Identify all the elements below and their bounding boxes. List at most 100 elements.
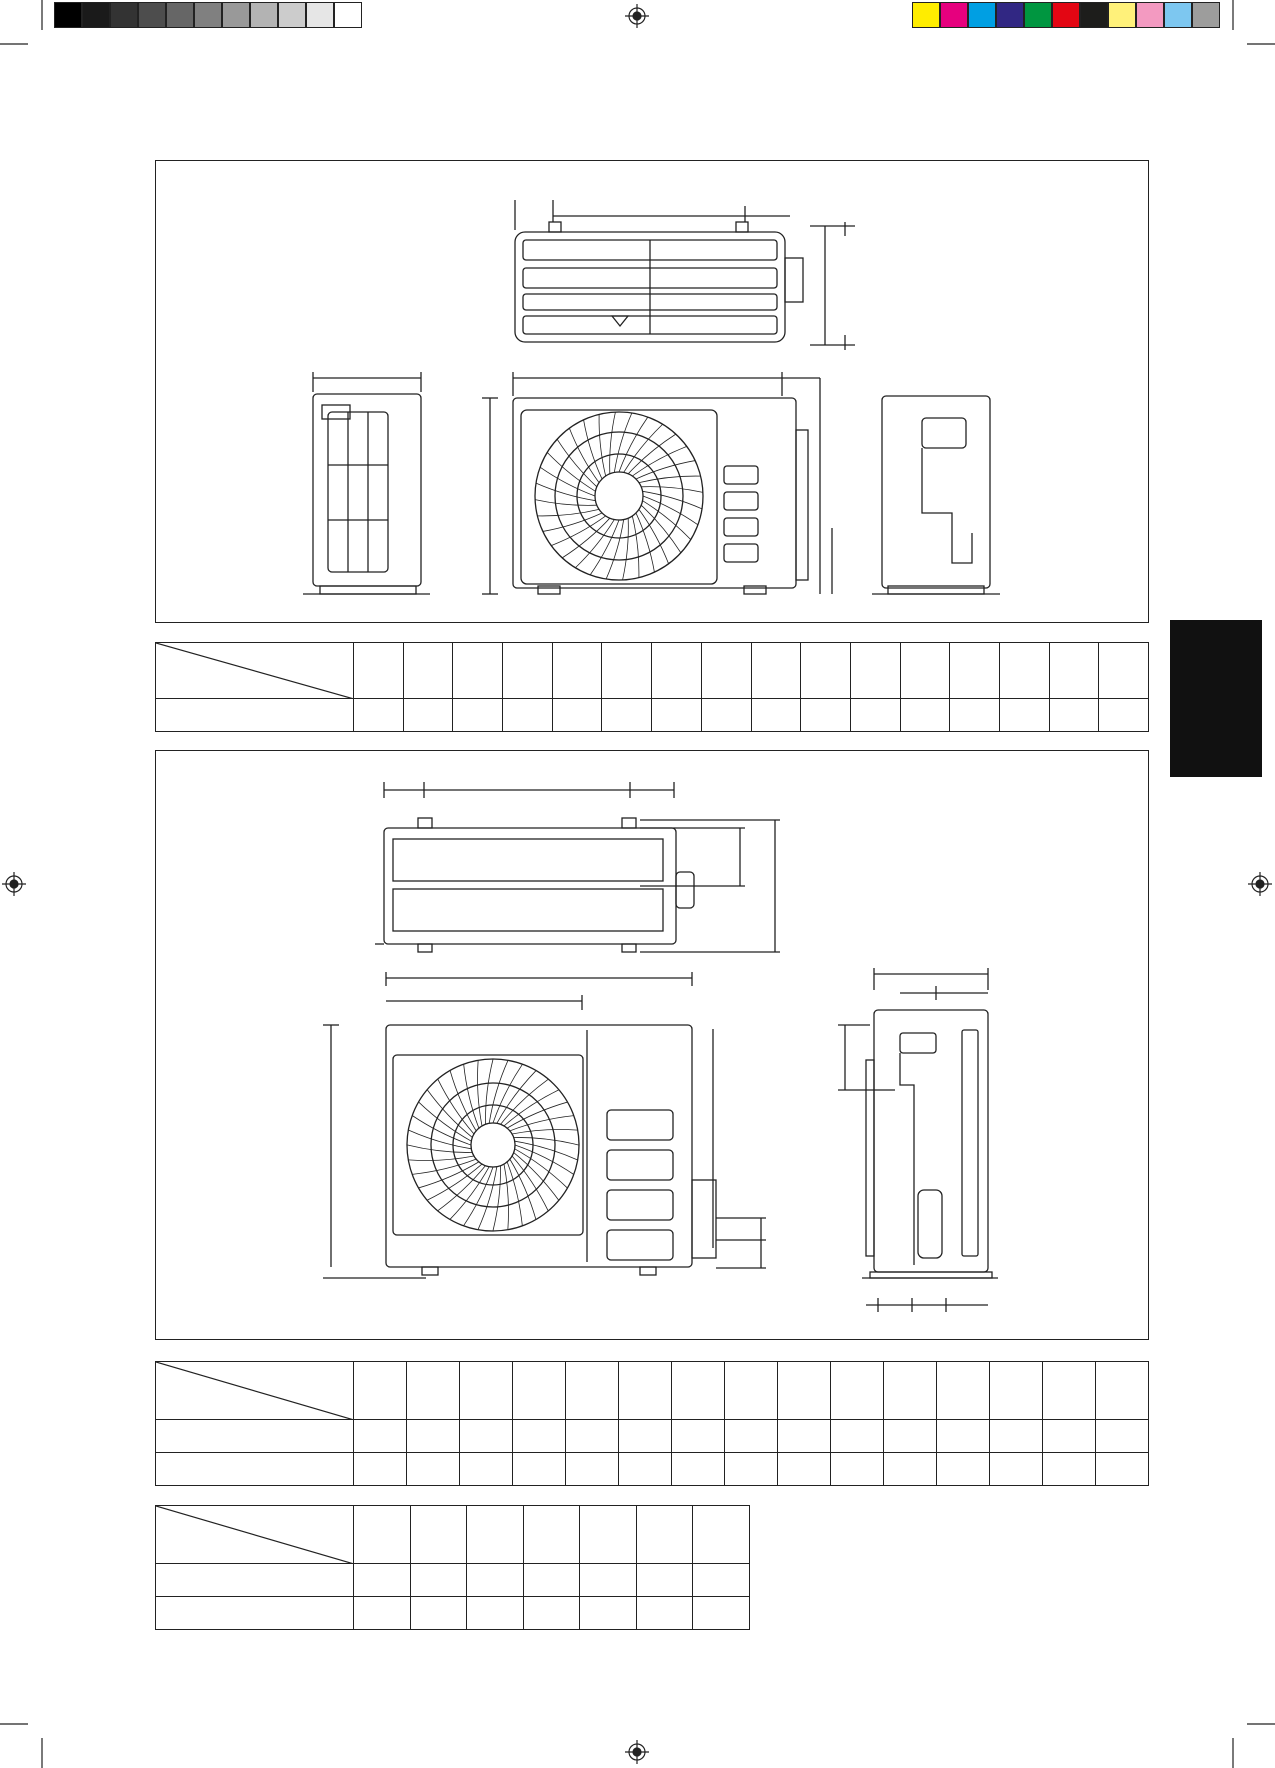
fan-blade-line [514,1148,568,1189]
fan-blade-line [514,1144,575,1175]
fan-blade-line [605,519,625,580]
fan-blade-line [492,1063,523,1124]
calibration-swatch [1192,2,1220,28]
calibration-swatch [82,2,110,28]
calibration-swatch [334,2,362,28]
calibration-swatch [968,2,996,28]
fan-blade-line [511,1155,549,1212]
fan-blade-line [412,1158,477,1175]
fan-blade-line [463,1064,480,1129]
table-header-cell [1098,642,1149,699]
table-row-label [155,1452,354,1486]
fan-blade-line [551,515,606,546]
table-row-label [155,1419,354,1453]
table-header-corner [155,1361,354,1420]
fan-blade-line [513,1152,560,1201]
table-row [155,698,1149,732]
fan-blade-line [418,1161,480,1189]
fan-blade-line [437,1078,475,1135]
fan-blade-line [635,512,655,573]
fan-blade-line [503,1089,560,1127]
fan-blade-line [640,504,682,554]
fan-blade-line [539,466,596,497]
fan-blade-line [500,1078,549,1125]
fan-blade-line [623,423,663,473]
fan-blade-line [492,1165,501,1232]
calibration-swatch [110,2,138,28]
fan-blade-line [561,517,611,559]
registration-target-left [2,872,26,896]
calibration-swatch [940,2,968,28]
large-unit-fan-grille [406,1058,580,1232]
fan-blade-line [503,1163,509,1230]
fan-blade-line [514,1140,578,1161]
table-row-label [155,1596,354,1630]
table-header-corner [155,642,354,699]
calibration-swatch [1136,2,1164,28]
fan-blade-line [509,1115,574,1132]
fan-blade-line [556,438,598,488]
fan-blade-line [477,1166,498,1230]
fan-blade-line [511,1129,578,1135]
calibration-swatch [996,2,1024,28]
fan-blade-line [609,411,616,474]
table-row [155,1452,1149,1486]
spec-table-small-unit [155,642,1149,732]
fan-blade-line [418,1101,472,1142]
fan-blade-line [408,1129,472,1150]
fan-blade-line [642,495,699,526]
fan-blade-line [537,508,600,517]
fan-blade-line [575,519,615,569]
fan-blade-line [496,1070,537,1124]
fan-blade-line [638,475,701,484]
table-header-cell [849,642,901,699]
fan-blade-line [477,1060,483,1127]
small-unit-left-side-view [303,372,430,595]
fan-blade-line [513,1137,580,1146]
fan-blade-line [406,1144,473,1153]
fan-blade-line [437,1165,486,1212]
table-header-cell [700,642,752,699]
drawing-panel-small-unit [155,160,1149,623]
fan-blade-line [613,412,633,473]
fan-blade-line [631,515,640,578]
fan-blade-line [408,1155,475,1161]
calibration-swatch [1052,2,1080,28]
fan-blade-line [506,1161,523,1226]
fan-blade-line [506,1101,568,1129]
fan-blade-line [627,433,677,475]
fan-blade-line [488,1060,509,1124]
fan-blade-line [463,1166,494,1227]
table-header-cell [551,642,603,699]
fan-blade-line [638,509,669,564]
fan-blade-line [535,482,596,502]
calibration-swatch [1164,2,1192,28]
table-row [155,1596,750,1630]
calibration-swatch [138,2,166,28]
registration-target-bottom [625,1740,649,1764]
fan-blade-line [632,446,687,477]
calibration-swatch [54,2,82,28]
fan-blade-line [618,416,649,473]
fan-blade-line [449,1070,477,1132]
calibration-swatch [250,2,278,28]
calibration-swatch [194,2,222,28]
fan-blade-line [485,1058,494,1125]
calibration-swatch [912,2,940,28]
spec-table-large-unit [155,1361,1149,1486]
large-unit-top-view [375,782,780,953]
spec-table-additional [155,1505,750,1630]
table-header-corner [155,1505,354,1564]
calibration-swatch [1024,2,1052,28]
fan-blade-line [569,428,600,483]
fan-blade-line [635,460,696,480]
small-unit-top-view [514,200,855,350]
section-tab [1170,620,1262,777]
fan-blade-line [534,499,597,506]
fan-blade-line [426,1163,483,1201]
fan-blade-line [509,1158,537,1220]
fan-blade-line [426,1089,473,1138]
